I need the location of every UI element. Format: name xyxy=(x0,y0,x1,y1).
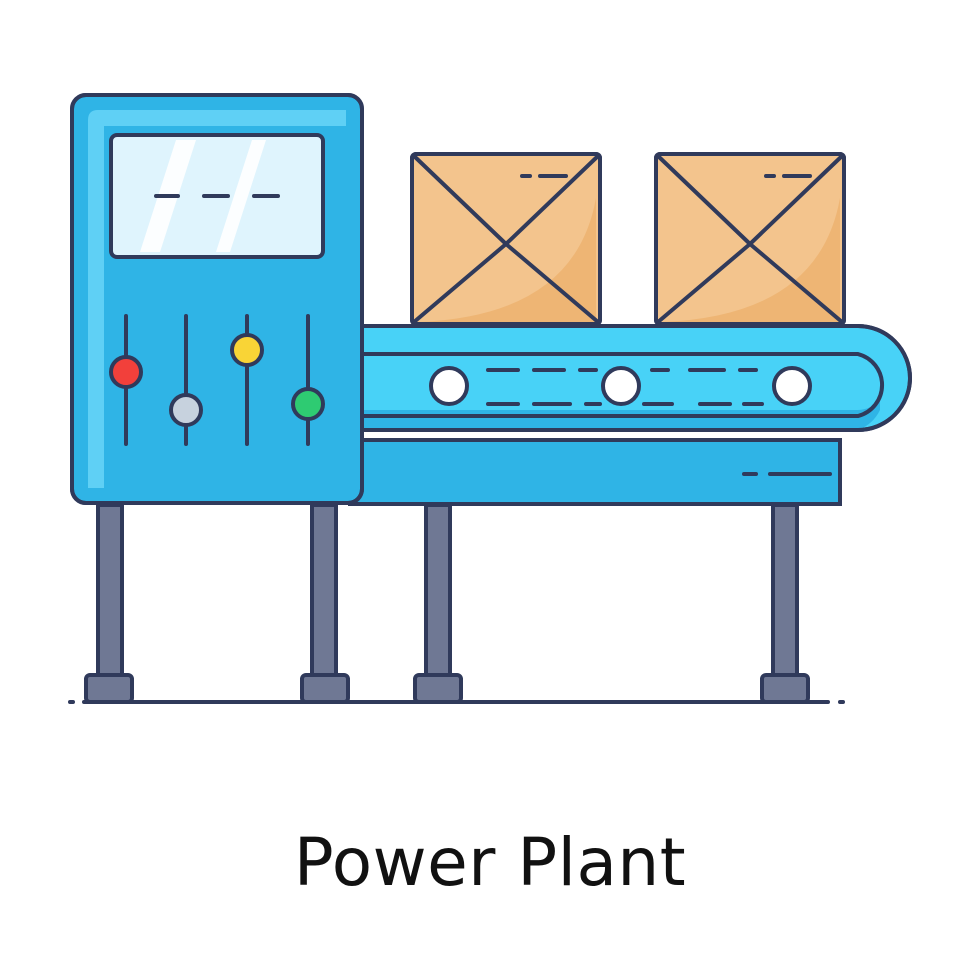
leg-2 xyxy=(310,503,338,679)
conveyor-machine-icon xyxy=(68,93,912,704)
conveyor-belt xyxy=(348,324,912,432)
roller-1 xyxy=(429,366,469,406)
leg-4 xyxy=(771,503,799,679)
display-screen xyxy=(109,133,325,259)
foot-4 xyxy=(760,673,810,704)
roller-2 xyxy=(601,366,641,406)
icon-caption: Power Plant xyxy=(293,824,687,901)
machine-legs xyxy=(84,503,810,704)
knob-gray xyxy=(169,393,203,427)
leg-1 xyxy=(96,503,124,679)
knob-red xyxy=(109,355,143,389)
box-right xyxy=(654,152,846,326)
foot-1 xyxy=(84,673,134,704)
conveyor-base xyxy=(348,438,842,506)
knob-green xyxy=(291,387,325,421)
box-left xyxy=(410,152,602,326)
foot-2 xyxy=(300,673,350,704)
control-cabinet xyxy=(70,93,364,505)
leg-3 xyxy=(424,503,452,679)
slider-controls xyxy=(109,314,325,446)
foot-3 xyxy=(413,673,463,704)
knob-yellow xyxy=(230,333,264,367)
roller-3 xyxy=(772,366,812,406)
